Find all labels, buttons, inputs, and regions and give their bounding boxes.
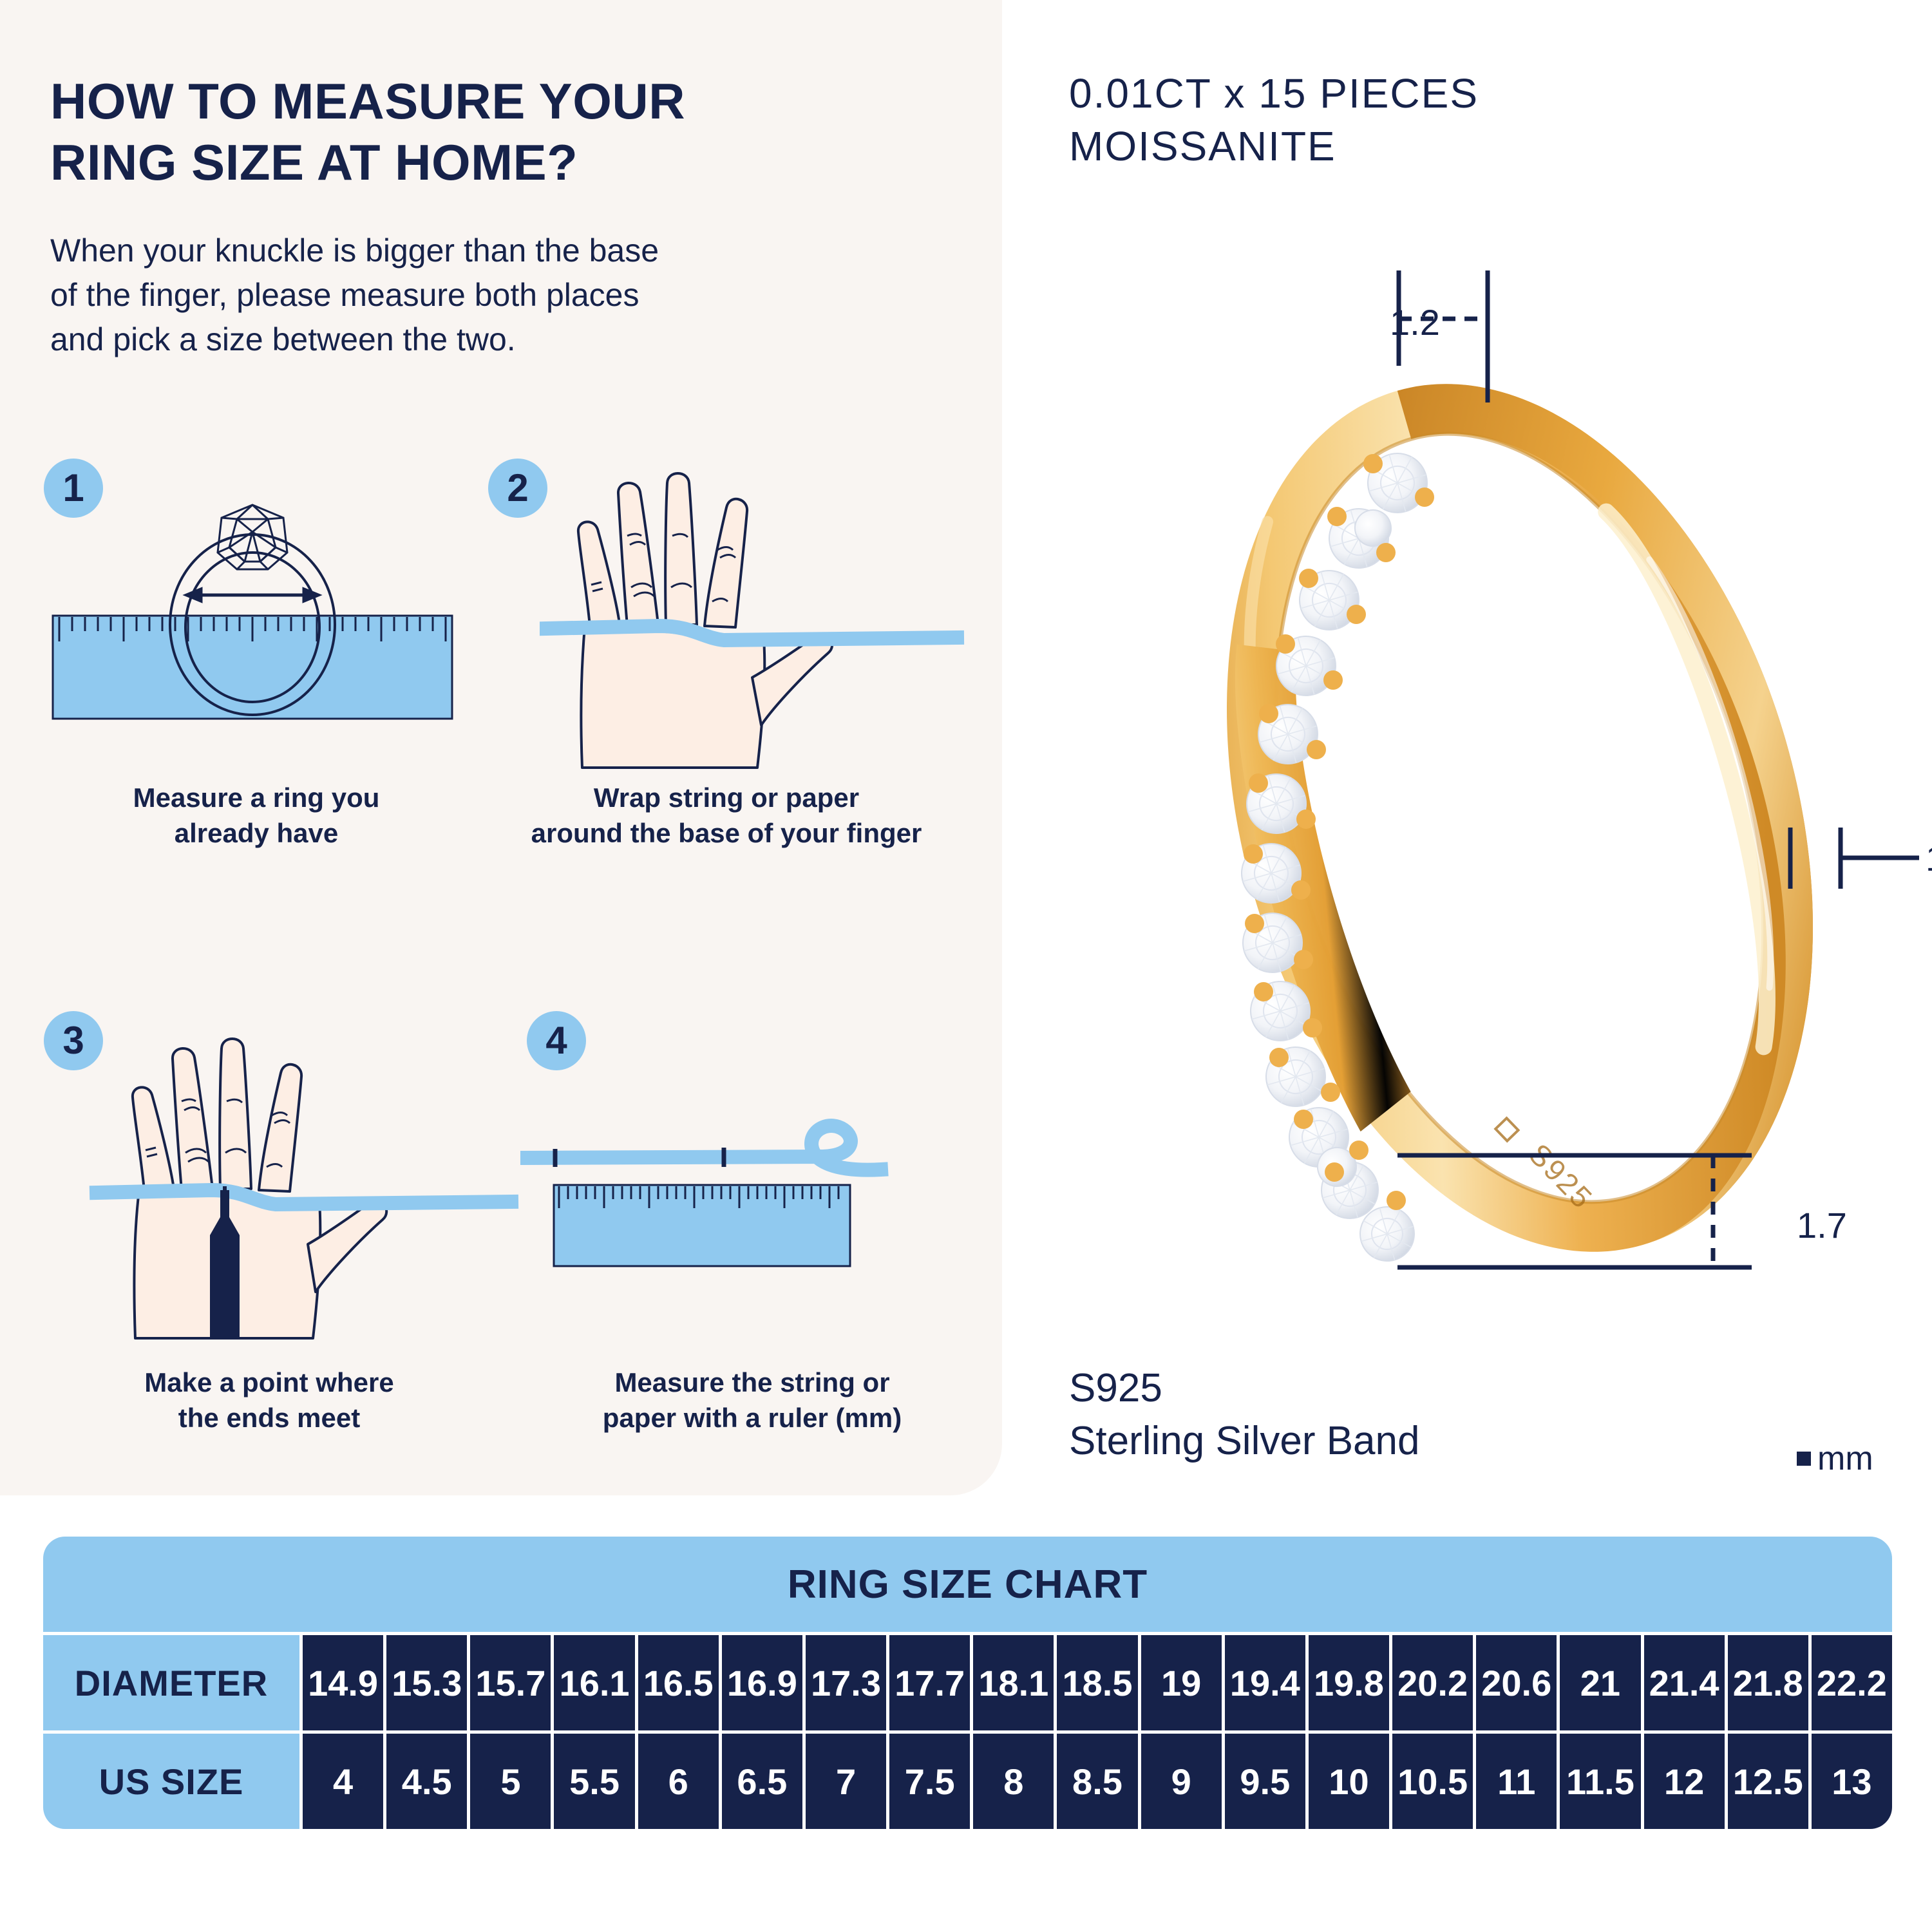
diameter-cells: 14.9 15.3 15.7 16.1 16.5 16.9 17.3 17.7 …	[303, 1635, 1892, 1730]
table-cell: 21.4	[1643, 1635, 1725, 1730]
instructions-panel: HOW TO MEASURE YOUR RING SIZE AT HOME? W…	[0, 0, 1002, 1495]
table-cell: 7.5	[889, 1734, 971, 1829]
step-4-badge: 4	[527, 1011, 586, 1070]
table-cell: 12.5	[1727, 1734, 1808, 1829]
table-cell: 5.5	[554, 1734, 635, 1829]
table-cell: 6	[638, 1734, 719, 1829]
table-cell: 17.7	[889, 1635, 971, 1730]
table-cell: 4	[303, 1734, 384, 1829]
step-1: 1	[44, 459, 469, 848]
unit-legend-text: mm	[1817, 1440, 1873, 1477]
intro-paragraph: When your knuckle is bigger than the bas…	[50, 232, 659, 357]
table-cell: 15.7	[470, 1635, 551, 1730]
material-label: S925 Sterling Silver Band	[1069, 1366, 1420, 1464]
table-cell: 20.6	[1476, 1635, 1557, 1730]
table-cell: 5	[470, 1734, 551, 1829]
table-cell: 19.4	[1224, 1635, 1305, 1730]
step-1-badge: 1	[44, 459, 103, 518]
step-4: 4	[515, 1011, 978, 1433]
table-cell: 4.5	[386, 1734, 468, 1829]
table-cell: 19.8	[1308, 1635, 1390, 1730]
row-label-diameter: DIAMETER	[43, 1635, 299, 1730]
chart-title: RING SIZE CHART	[43, 1537, 1892, 1632]
string-and-ruler-illustration	[515, 1075, 958, 1336]
table-row-diameter: DIAMETER 14.9 15.3 15.7 16.1 16.5 16.9 1…	[43, 1635, 1892, 1730]
table-cell: 7	[805, 1734, 887, 1829]
step-1-caption: Measure a ring you already have	[133, 782, 380, 848]
table-cell: 9.5	[1224, 1734, 1305, 1829]
table-cell: 22.2	[1811, 1635, 1892, 1730]
table-cell: 16.5	[638, 1635, 719, 1730]
table-cell: 16.1	[554, 1635, 635, 1730]
table-cell: 8.5	[1057, 1734, 1138, 1829]
table-cell: 12	[1643, 1734, 1725, 1829]
dimension-callouts	[1146, 267, 1932, 1365]
step-2: 2	[488, 459, 965, 848]
table-cell: 16.9	[721, 1635, 802, 1730]
table-cell: 21	[1560, 1635, 1641, 1730]
product-title: 0.01CT x 15 PIECES MOISSANITE	[1069, 70, 1479, 169]
table-cell: 8	[973, 1734, 1054, 1829]
dimension-label-top: 1.2	[1390, 302, 1440, 343]
table-cell: 19	[1141, 1635, 1222, 1730]
table-cell: 14.9	[303, 1635, 384, 1730]
unit-swatch-icon	[1797, 1452, 1811, 1466]
step-3-badge: 3	[44, 1011, 103, 1070]
table-cell: 18.1	[973, 1635, 1054, 1730]
ring-photo: S925	[1146, 270, 1893, 1365]
dimension-label-right: 1.2	[1926, 837, 1932, 879]
table-cell: 17.3	[805, 1635, 887, 1730]
hand-with-string-illustration	[538, 465, 965, 790]
table-cell: 6.5	[721, 1734, 802, 1829]
page-title: HOW TO MEASURE YOUR RING SIZE AT HOME?	[50, 73, 686, 191]
step-2-badge: 2	[488, 459, 547, 518]
table-cell: 21.8	[1727, 1635, 1808, 1730]
ring-size-chart: RING SIZE CHART DIAMETER 14.9 15.3 15.7 …	[43, 1537, 1892, 1829]
step-2-caption: Wrap string or paper around the base of …	[531, 782, 922, 848]
hand-with-pencil-illustration	[84, 1029, 522, 1354]
step-3-caption: Make a point where the ends meet	[144, 1367, 394, 1433]
table-row-us-size: US SIZE 4 4.5 5 5.5 6 6.5 7 7.5 8 8.5 9 …	[43, 1734, 1892, 1829]
step-4-caption: Measure the string or paper with a ruler…	[602, 1367, 902, 1433]
table-cell: 15.3	[386, 1635, 468, 1730]
table-cell: 10.5	[1392, 1734, 1473, 1829]
unit-legend: mm	[1797, 1439, 1873, 1478]
dimension-label-bottom: 1.7	[1797, 1205, 1847, 1245]
table-cell: 18.5	[1057, 1635, 1138, 1730]
table-cell: 11	[1476, 1734, 1557, 1829]
ring-on-ruler-illustration	[44, 484, 469, 790]
table-cell: 13	[1811, 1734, 1892, 1829]
row-label-us-size: US SIZE	[43, 1734, 299, 1829]
us-size-cells: 4 4.5 5 5.5 6 6.5 7 7.5 8 8.5 9 9.5 10 1…	[303, 1734, 1892, 1829]
table-cell: 9	[1141, 1734, 1222, 1829]
table-cell: 10	[1308, 1734, 1390, 1829]
table-cell: 11.5	[1560, 1734, 1641, 1829]
step-3: 3	[44, 1011, 519, 1433]
table-cell: 20.2	[1392, 1635, 1473, 1730]
